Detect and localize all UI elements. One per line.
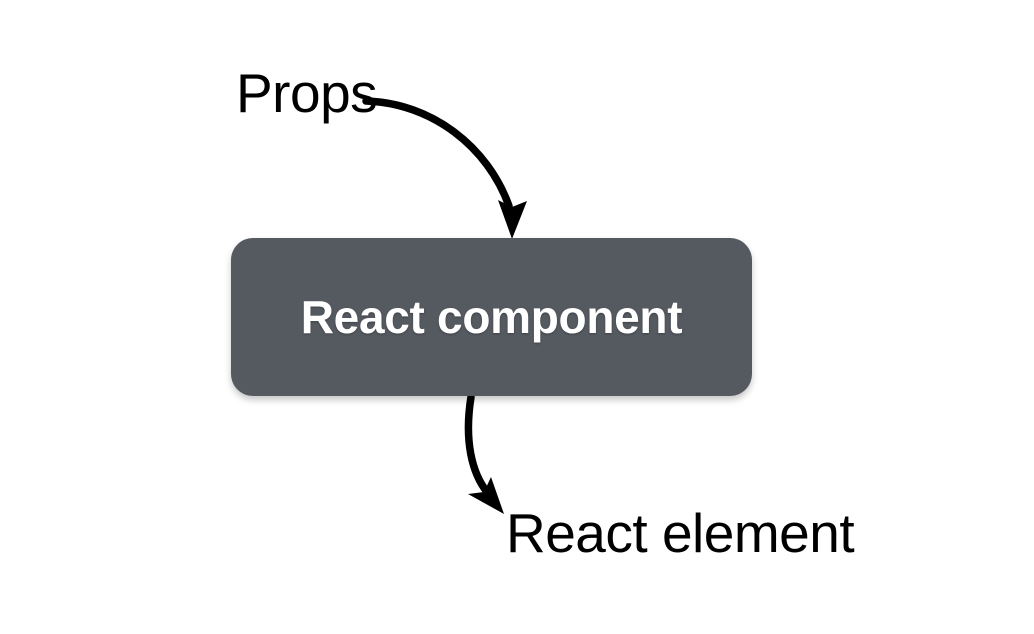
edge-props-to-component bbox=[362, 97, 527, 239]
react-component-box-label: React component bbox=[300, 291, 683, 343]
edge-component-to-element-arrowhead-icon bbox=[468, 477, 504, 514]
edge-props-to-component-line bbox=[362, 97, 513, 210]
edge-component-to-element bbox=[464, 393, 504, 514]
react-component-box[interactable]: React component bbox=[231, 238, 752, 396]
edge-component-to-element-line bbox=[464, 393, 491, 496]
react-element-label: React element bbox=[506, 502, 855, 564]
edge-props-to-component-arrowhead-icon bbox=[498, 200, 527, 239]
props-label: Props bbox=[236, 62, 378, 124]
